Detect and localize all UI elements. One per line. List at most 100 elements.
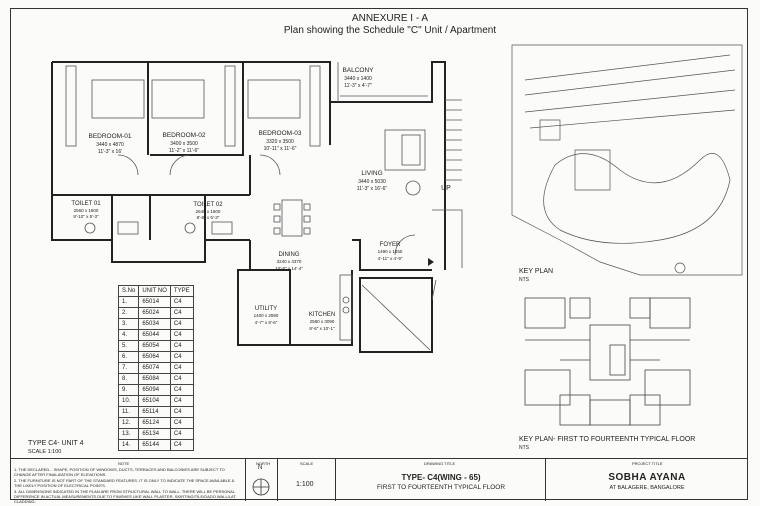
scale-cell: SCALE 1:100 [278,459,336,501]
bedroom-02-label: BEDROOM-02 [163,132,206,139]
bedroom-03-label: BEDROOM-03 [259,130,302,137]
dining-dim: 3240 x 4370 [277,259,302,264]
cell-unit-no: 65044 [138,329,171,341]
dining-label: DINING [279,252,300,258]
col-unit-no: UNIT NO [138,285,171,297]
cell-type: C4 [169,296,194,308]
cell-type: C4 [169,362,194,374]
cell-sno: 11. [117,406,140,418]
toilet-02-label: TOILET 02 [193,202,223,208]
cell-unit-no: 65134 [138,428,171,440]
note-3: 3. ALL DIMENSIONS INDICATED IN THE PLAN … [14,489,236,504]
cell-sno: 8. [117,373,140,385]
cell-type: C4 [169,417,194,429]
plan-scale-label: SCALE 1:100 [28,449,62,455]
balcony-label: BALCONY [342,67,374,74]
note-1: 1. THE DECLARED... SHAPE, POSITION OF WI… [14,467,225,477]
living-imp: 11'-3" x 16'-6" [357,186,388,192]
foyer-dim: 1490 x 1450 [378,249,403,254]
cell-type: C4 [169,351,194,363]
north-letter: N [258,465,263,471]
bedroom-03-imp: 10'-11" x 11'-6" [264,146,297,152]
toilet-01-dim: 2560 x 1600 [74,208,99,213]
living-dim: 3440 x 5030 [358,179,386,185]
cell-type: C4 [169,384,194,396]
cell-sno: 2. [117,307,140,319]
cell-type: C4 [169,395,194,407]
cell-sno: 1. [117,296,140,308]
cell-type: C4 [169,340,194,352]
plan-type-label: TYPE C4- UNIT 4 [28,440,84,447]
cell-type: C4 [169,439,194,451]
cell-sno: 12. [117,417,140,429]
toilet-02-imp: 8'-8" x 5'-3" [197,215,220,220]
floor-key-plan-label: KEY PLAN- FIRST TO FOURTEENTH TYPICAL FL… [519,436,696,443]
cell-sno: 14. [117,439,140,451]
floor-key-plan [524,297,691,426]
bedroom-02-dim: 3400 x 3500 [170,141,198,147]
cell-unit-no: 65094 [138,384,171,396]
cell-type: C4 [169,406,194,418]
kitchen-label: KITCHEN [309,312,335,318]
key-plan-label: KEY PLAN [519,268,554,275]
cell-type: C4 [169,428,194,440]
cell-unit-no: 65064 [138,351,171,363]
cell-unit-no: 65114 [138,406,171,418]
drawing-subtitle: FIRST TO FOURTEENTH TYPICAL FLOOR [376,484,506,491]
scale-header: SCALE [300,461,314,466]
balcony-imp: 11'-3" x 4'-7" [344,83,372,89]
foyer-imp: 4'-11" x 4'-9" [378,256,403,261]
north-header: NORTH [256,461,271,466]
stair-up-label: UP [441,185,451,192]
cell-unit-no: 65024 [138,307,171,319]
key-plan-nts: NTS [519,277,529,283]
cell-sno: 7. [117,362,140,374]
kitchen-imp: 8'-6" x 10'-1" [309,326,335,331]
cell-unit-no: 65144 [138,439,171,451]
bedroom-02-imp: 11'-2" x 11'-6" [169,148,199,154]
annexure-title: ANNEXURE I - A [351,13,429,24]
cell-sno: 3. [117,318,140,330]
toilet-01-imp: 8'-10" x 5'-3" [73,214,99,219]
scale-value: 1:100 [296,481,314,488]
note-2: 2. THE FURNITURE IS NOT PART OF THE STAN… [14,478,235,488]
cell-type: C4 [169,373,194,385]
project-cell: PROJECT TITLE SOBHA AYANA AT BALAGERE, B… [546,459,748,501]
bedroom-03-dim: 3320 x 3500 [266,139,294,145]
cell-sno: 13. [117,428,140,440]
floor-key-plan-nts: NTS [519,445,529,451]
toilet-01-label: TOILET 01 [71,201,101,207]
cell-sno: 9. [117,384,140,396]
cell-unit-no: 65104 [138,395,171,407]
utility-dim: 1400 x 2590 [254,313,279,318]
north-cell: NORTH N [246,459,278,501]
bedroom-01-imp: 11'-3" x 16' [98,149,122,155]
col-sno: S.No [117,285,140,297]
toilet-02-dim: 2640 x 1600 [196,209,221,214]
sheet-border [10,8,748,500]
bedroom-01-dim: 3440 x 4870 [96,142,124,148]
col-type: TYPE [169,285,194,297]
utility-imp: 4'-7" x 8'-6" [255,320,278,325]
cell-sno: 6. [117,351,140,363]
balcony-dim: 3440 x 1400 [344,76,372,82]
drawing-title-cell: DRAWING TITLE TYPE- C4(WING - 65) FIRST … [336,459,546,501]
project-title: SOBHA AYANA [608,472,686,483]
cell-type: C4 [169,307,194,319]
title-block: NOTE 1. THE DECLARED... SHAPE, POSITION … [10,458,748,504]
living-label: LIVING [361,170,382,177]
